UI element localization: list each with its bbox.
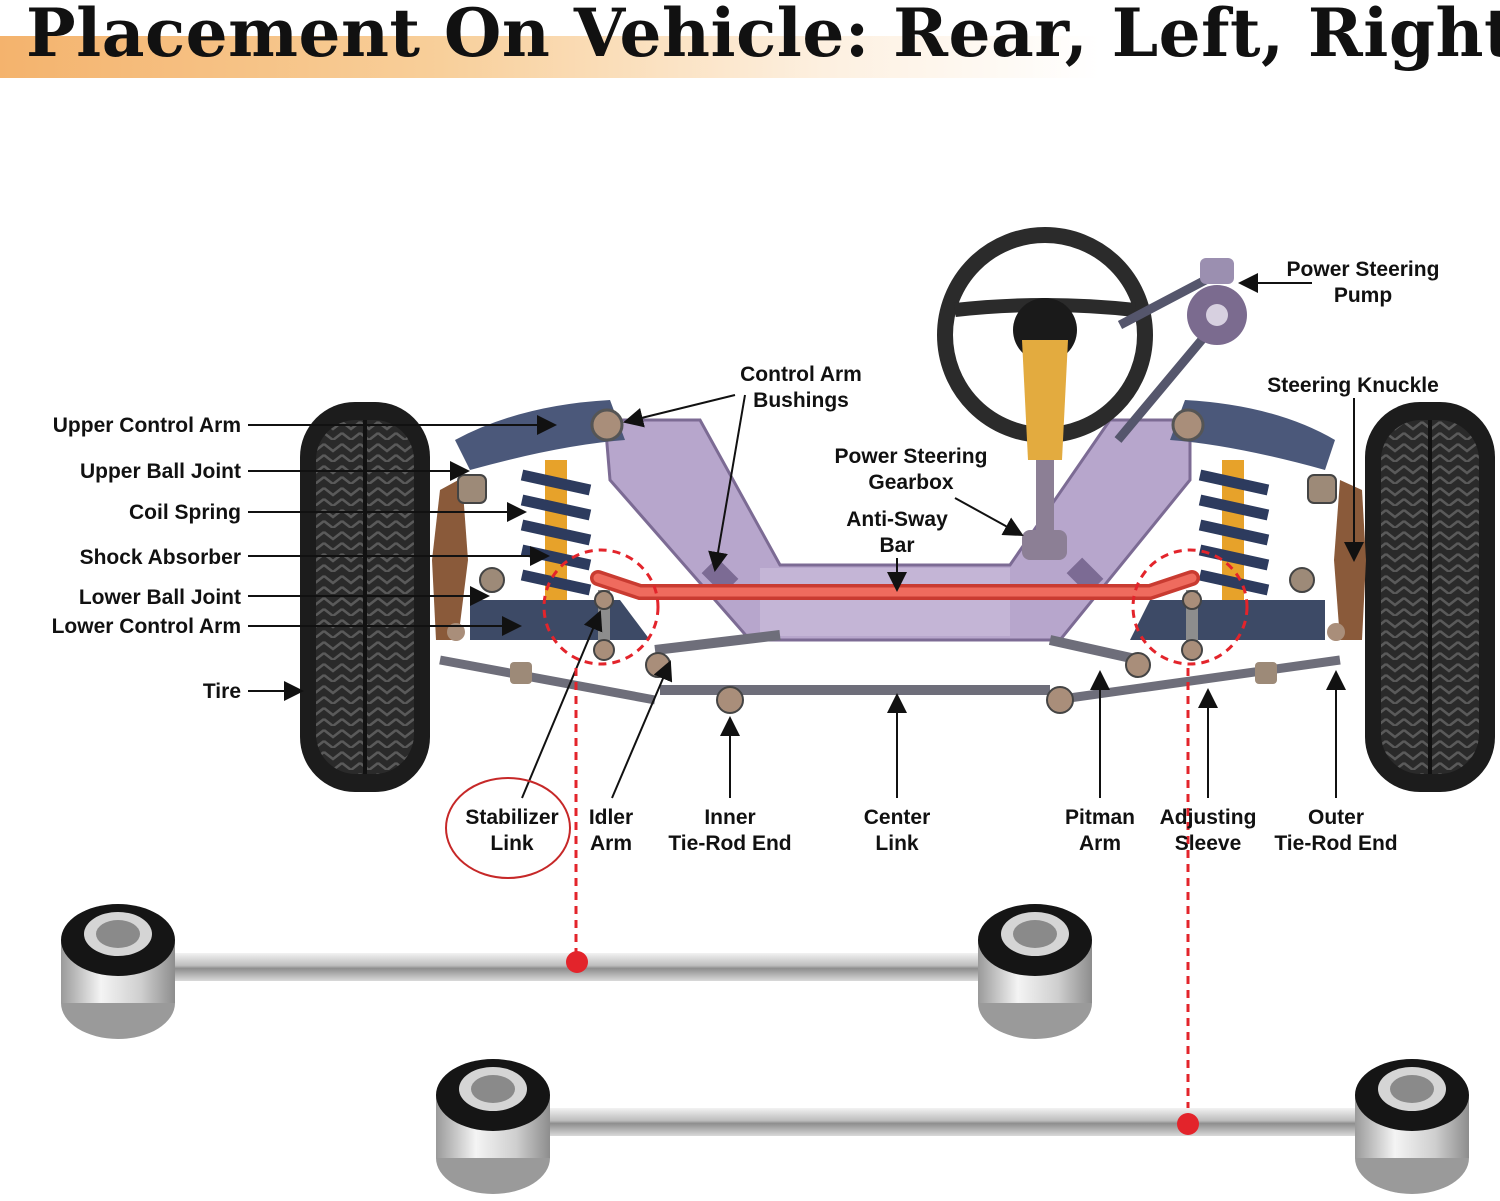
label-stabilizer-link-1: Stabilizer <box>465 806 558 829</box>
left-coil-spring <box>520 460 592 600</box>
label-pitman-arm-2: Arm <box>1079 832 1121 855</box>
label-lower-ball-joint: Lower Ball Joint <box>79 586 241 609</box>
right-tire <box>1365 402 1495 792</box>
label-power-steering-pump-1: Power Steering <box>1287 258 1440 281</box>
label-upper-ball-joint: Upper Ball Joint <box>80 460 241 483</box>
label-coil-spring: Coil Spring <box>129 501 241 524</box>
left-lower-control-arm <box>470 600 650 640</box>
label-anti-sway-bar-1: Anti-Sway <box>846 508 948 531</box>
marker-dot-bottom <box>1177 1113 1199 1135</box>
label-stabilizer-link-2: Link <box>490 832 533 855</box>
leader-lines <box>248 273 1364 799</box>
label-pitman-arm-1: Pitman <box>1065 806 1135 829</box>
label-power-steering-gearbox-1: Power Steering <box>835 445 988 468</box>
marker-dot-top <box>566 951 588 973</box>
power-steering-gearbox <box>1022 530 1067 560</box>
label-tire: Tire <box>203 680 241 703</box>
stabilizer-label-circle <box>445 777 571 879</box>
right-coil-spring <box>1198 460 1270 600</box>
stabilizer-highlight-left <box>542 548 660 666</box>
label-adjusting-sleeve-1: Adjusting <box>1160 806 1257 829</box>
power-steering-pump <box>1114 258 1247 443</box>
stabilizer-highlight-right <box>1131 548 1249 666</box>
label-power-steering-gearbox-2: Gearbox <box>868 471 954 494</box>
label-inner-tie-rod-2: Tie-Rod End <box>668 832 791 855</box>
stabilizer-link-left <box>593 590 615 661</box>
label-steering-knuckle: Steering Knuckle <box>1267 374 1439 397</box>
label-control-arm-bushings-2: Bushings <box>753 389 849 412</box>
product-stabilizer-link-bottom <box>436 1059 1469 1194</box>
steering-linkage <box>439 630 1341 705</box>
label-outer-tie-rod-2: Tie-Rod End <box>1274 832 1397 855</box>
label-anti-sway-bar-2: Bar <box>879 534 914 557</box>
label-outer-tie-rod-1: Outer <box>1308 806 1364 829</box>
left-steering-knuckle <box>432 478 468 640</box>
left-upper-control-arm <box>455 400 625 470</box>
right-lower-control-arm <box>1130 600 1325 640</box>
label-lower-control-arm: Lower Control Arm <box>52 615 241 638</box>
title-underline-band <box>0 36 1100 78</box>
label-idler-arm-1: Idler <box>589 806 633 829</box>
right-upper-control-arm <box>1170 400 1335 470</box>
label-center-link-2: Link <box>875 832 918 855</box>
label-upper-control-arm: Upper Control Arm <box>53 414 241 437</box>
label-control-arm-bushings-1: Control Arm <box>740 363 862 386</box>
label-adjusting-sleeve-2: Sleeve <box>1175 832 1242 855</box>
label-idler-arm-2: Arm <box>590 832 632 855</box>
stabilizer-link-right <box>1181 590 1203 661</box>
page-title: Placement On Vehicle: Rear, Left, Right <box>26 0 1500 72</box>
label-inner-tie-rod-1: Inner <box>704 806 755 829</box>
label-power-steering-pump-2: Pump <box>1334 284 1392 307</box>
right-steering-knuckle <box>1334 480 1366 640</box>
label-center-link-1: Center <box>864 806 931 829</box>
steering-column <box>1022 340 1068 460</box>
label-shock-absorber: Shock Absorber <box>80 546 241 569</box>
